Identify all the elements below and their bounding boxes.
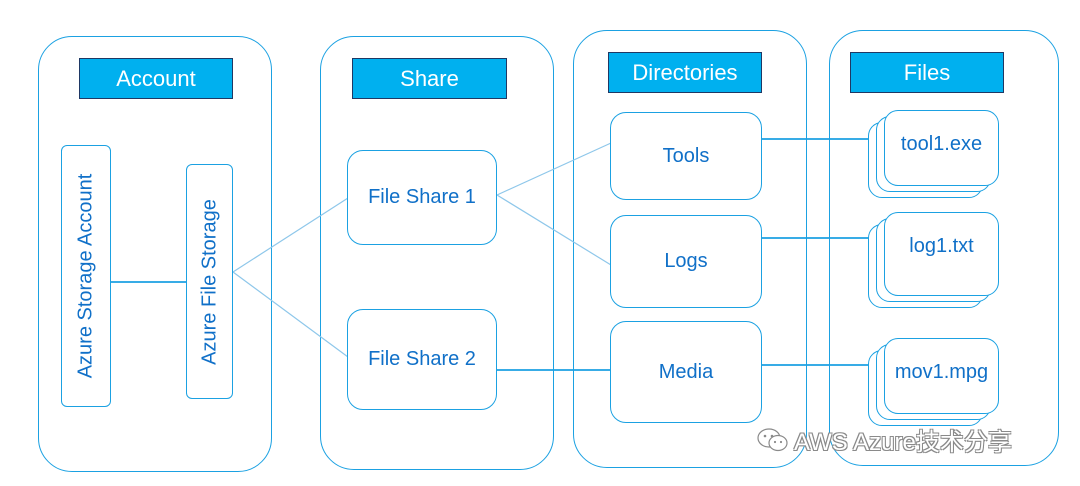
share1-to-tools-line [496, 142, 612, 196]
watermark-text: AWS Azure技术分享 [794, 429, 1012, 456]
azure-storage-account-label: Azure Storage Account [74, 173, 97, 379]
azure-file-storage-label: Azure File Storage [198, 198, 220, 365]
file-share-1-node: File Share 1 [347, 150, 497, 245]
tool-file-stack: tool1.exe [868, 110, 1003, 200]
log1-txt-file: log1.txt [884, 212, 999, 296]
file-share-2-node: File Share 2 [347, 309, 497, 410]
media-directory-node: Media [610, 321, 762, 423]
files-header: Files [850, 52, 1004, 93]
filestorage-to-share1-line [232, 197, 349, 273]
media-file-stack: mov1.mpg [868, 338, 1003, 428]
logs-directory-node: Logs [610, 215, 762, 308]
wechat-icon [757, 427, 788, 451]
share-header: Share [352, 58, 507, 99]
mov1-mpg-file: mov1.mpg [884, 338, 999, 414]
account-header: Account [79, 58, 233, 99]
log-file-stack: log1.txt [868, 212, 1003, 312]
watermark: AWS Azure技术分享 [756, 422, 1012, 457]
tool1-exe-file: tool1.exe [884, 110, 999, 186]
share1-to-logs-line [496, 194, 612, 266]
tools-directory-node: Tools [610, 112, 762, 200]
azure-file-storage-node: Azure File Storage [186, 164, 233, 399]
azure-storage-account-node: Azure Storage Account [61, 145, 111, 407]
directories-header: Directories [608, 52, 762, 93]
filestorage-to-share2-line [232, 271, 349, 358]
